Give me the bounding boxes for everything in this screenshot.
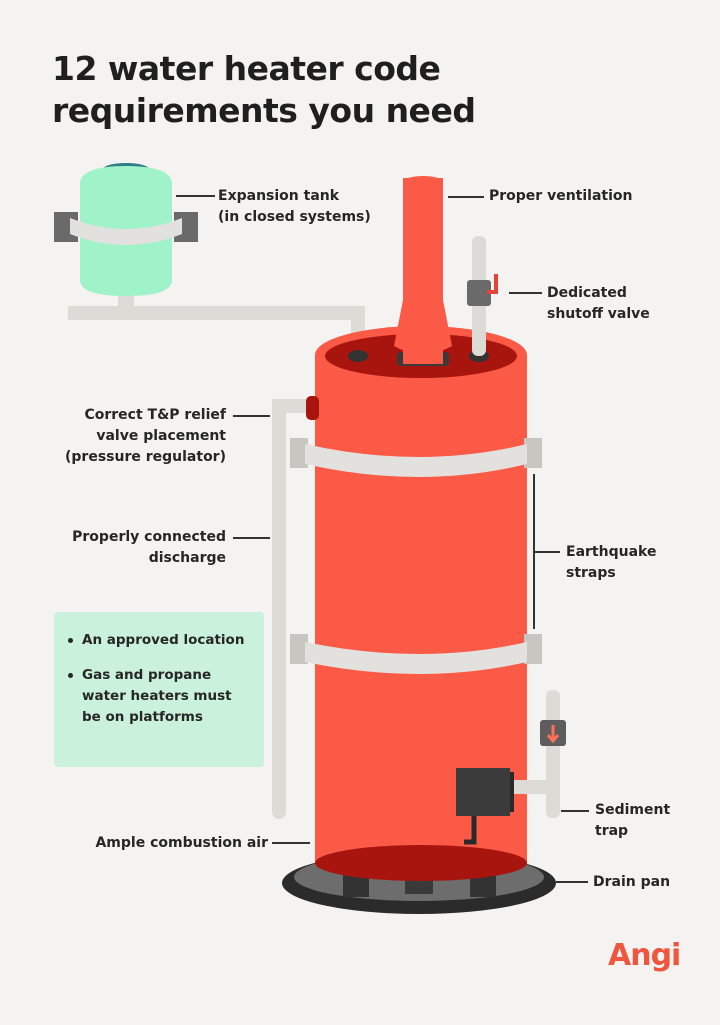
label-sediment-trap: Sediment trap (595, 802, 671, 839)
info-box-list: An approved location Gas and propane wat… (54, 612, 264, 728)
label-expansion-tank: Expansion tank (in closed systems) (218, 188, 371, 225)
discharge-pipe (272, 399, 320, 819)
label-proper-ventilation: Proper ventilation (489, 188, 633, 204)
label-earthquake-straps: Earthquake straps (566, 544, 657, 581)
label-ample-combustion-air: Ample combustion air (95, 835, 268, 851)
label-properly-connected-discharge: Properly connected discharge (72, 529, 226, 566)
leader-lines (176, 195, 589, 883)
info-box: An approved location Gas and propane wat… (54, 612, 264, 767)
title-line-1: 12 water heater code (52, 49, 441, 88)
page-title: 12 water heater code requirements you ne… (52, 48, 692, 132)
title-line-2: requirements you need (52, 91, 476, 130)
expansion-tank (54, 163, 198, 296)
label-drain-pan: Drain pan (593, 874, 671, 890)
shutoff-valve-pipe (467, 236, 498, 356)
tp-relief-valve (306, 396, 319, 420)
earthquake-straps (290, 438, 542, 674)
label-tp-relief-valve: Correct T&P relief valve placement (pres… (65, 407, 226, 465)
gas-control-and-sediment-trap (456, 690, 566, 845)
info-item-approved-location: An approved location (68, 630, 254, 651)
angi-logo: Angi (608, 938, 681, 973)
info-item-platforms: Gas and propane water heaters must be on… (68, 665, 254, 728)
label-dedicated-shutoff-valve: Dedicated shutoff valve (547, 285, 650, 322)
ventilation-flue (394, 176, 452, 366)
